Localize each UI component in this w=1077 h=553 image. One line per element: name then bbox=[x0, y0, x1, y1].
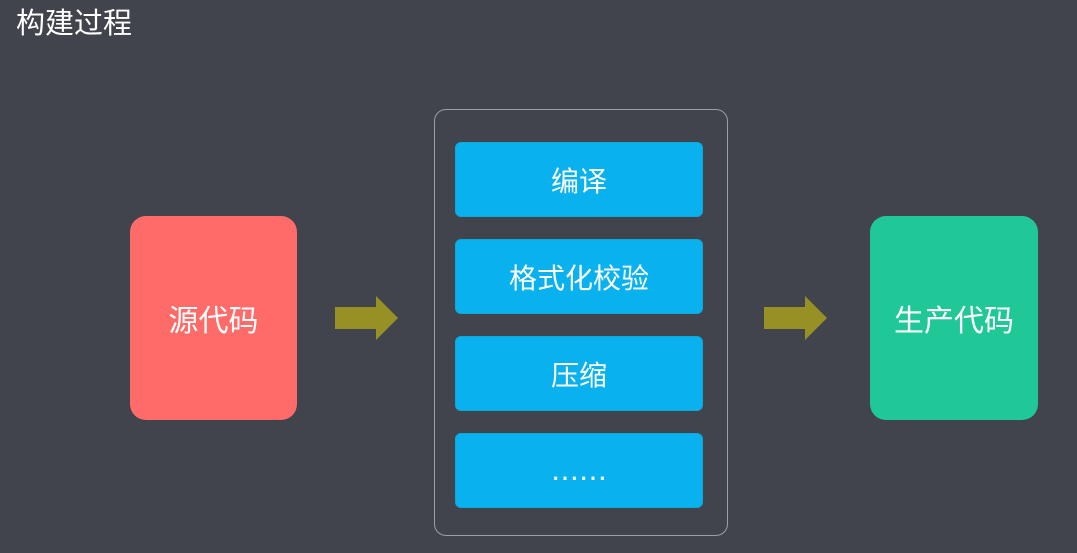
page-title: 构建过程 bbox=[16, 6, 133, 40]
step-compile: 编译 bbox=[455, 142, 703, 217]
right-arrow-icon bbox=[764, 296, 827, 340]
step-format-check: 格式化校验 bbox=[455, 239, 703, 314]
arrow-shape bbox=[335, 296, 398, 340]
production-code-box: 生产代码 bbox=[870, 216, 1038, 420]
source-code-box: 源代码 bbox=[130, 216, 297, 420]
step-more: …… bbox=[455, 433, 703, 508]
arrow-shape bbox=[764, 296, 827, 340]
process-frame bbox=[434, 109, 728, 536]
right-arrow-icon bbox=[335, 296, 398, 340]
step-compress: 压缩 bbox=[455, 336, 703, 411]
